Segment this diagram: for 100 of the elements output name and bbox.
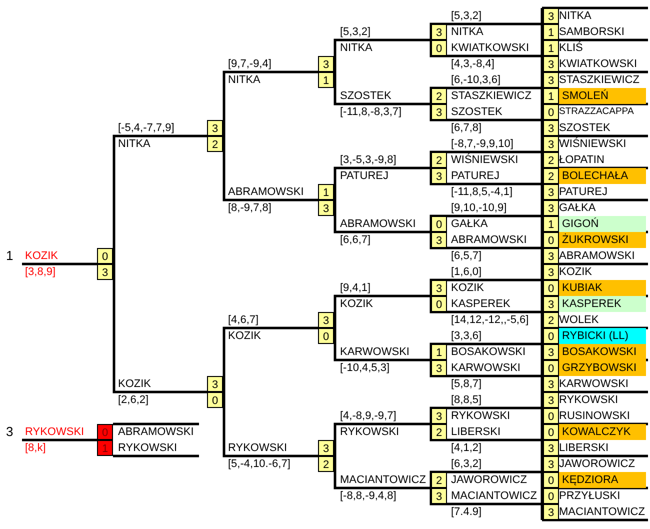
set-scores: [5,8,7]: [451, 377, 482, 392]
player-name: ABRAMOWSKI: [340, 217, 416, 232]
set-scores: [3,3,6]: [451, 329, 482, 344]
score-box: 1: [318, 72, 334, 88]
score-box: 3: [543, 504, 559, 520]
set-scores: [5,-4,10.-6,7]: [228, 457, 290, 472]
player-name: BOSAKOWSKI: [451, 345, 526, 360]
player-name: STASZKIEWICZ: [559, 73, 640, 88]
score-box: 3: [431, 232, 447, 248]
score-box: 2: [431, 472, 447, 488]
set-scores: [4,1,2]: [451, 441, 482, 456]
player-name: NITKA: [559, 9, 592, 24]
player-name: WIŚNIEWSKI: [559, 136, 626, 152]
score-box: 3: [543, 120, 559, 136]
set-scores: [1,6,0]: [451, 265, 482, 280]
score-box: 0: [543, 328, 559, 344]
score-box: 3: [543, 344, 559, 360]
set-scores: [-11,8,-8,3,7]: [340, 105, 402, 120]
score-box: 3: [543, 200, 559, 216]
player-name: NITKA: [340, 41, 372, 56]
player-name: KOZIK: [451, 281, 484, 296]
player-name: KASPEREK: [559, 296, 646, 312]
score-box: 0: [431, 216, 447, 232]
player-name: KARWOWSKI: [340, 345, 410, 360]
score-box: 3: [543, 376, 559, 392]
set-scores: [6,5,7]: [451, 249, 482, 264]
set-scores: [3,-5,3,-9,8]: [340, 153, 396, 168]
score-box: 3: [543, 264, 559, 280]
set-scores: [14,12,-12,,-5,6]: [451, 313, 529, 328]
score-box: 3: [543, 56, 559, 72]
score-box: 0: [97, 424, 113, 440]
player-name: RYKOWSKI: [118, 441, 178, 456]
score-box: 3: [431, 24, 447, 40]
score-box: 1: [318, 184, 334, 200]
score-box: 0: [543, 360, 559, 376]
score-box: 0: [543, 232, 559, 248]
player-name: RYBICKI (LL): [559, 328, 646, 344]
score-box: 2: [543, 152, 559, 168]
score-box: 1: [97, 440, 113, 456]
score-box: 3: [207, 376, 223, 392]
set-scores: [6,-10,3,6]: [451, 73, 501, 88]
score-box: 3: [543, 456, 559, 472]
player-name: KARWOWSKI: [559, 377, 628, 392]
player-name: KUBIAK: [559, 280, 646, 296]
set-scores: [-8,7,-9,9,10]: [451, 137, 514, 152]
score-box: 3: [543, 392, 559, 408]
score-box: 0: [207, 392, 223, 408]
score-box: 0: [431, 296, 447, 312]
player-name: SAMBORSKI: [559, 25, 624, 40]
set-scores: [-8,8,-9,4,8]: [340, 489, 396, 504]
score-box: 0: [543, 424, 559, 440]
score-box: 3: [318, 56, 334, 72]
score-box: 2: [431, 424, 447, 440]
player-name: SZOSTEK: [451, 105, 502, 120]
player-name: GRZYBOWSKI: [559, 360, 646, 376]
player-name: KOZIK: [25, 249, 58, 264]
player-name: MACIANTOWICZ: [559, 505, 645, 520]
set-scores: [8,-9,7,8]: [228, 201, 272, 216]
score-box: 3: [431, 280, 447, 296]
score-box: 3: [543, 72, 559, 88]
player-name: SMOLEŃ: [559, 88, 646, 104]
score-box: 1: [543, 40, 559, 56]
player-name: NITKA: [118, 137, 150, 152]
player-name: [8,k]: [25, 441, 46, 456]
score-box: 2: [543, 168, 559, 184]
player-name: PATUREJ: [451, 169, 500, 184]
set-scores: [2,6,2]: [118, 393, 149, 408]
player-name: MACIANTOWICZ: [340, 473, 426, 488]
score-box: 0: [543, 472, 559, 488]
score-box: 0: [97, 248, 113, 264]
player-name: MACIANTOWICZ: [451, 489, 537, 504]
score-box: 3: [97, 264, 113, 280]
player-name: [3,8,9]: [25, 265, 56, 280]
set-scores: [-11,8,5,-4,1]: [451, 185, 513, 200]
score-box: 3: [543, 440, 559, 456]
score-box: 2: [431, 88, 447, 104]
player-name: ABRAMOWSKI: [559, 249, 635, 264]
player-name: BOSAKOWSKI: [559, 344, 646, 360]
set-scores: [4,6,7]: [228, 313, 259, 328]
player-name: NITKA: [451, 25, 484, 40]
player-name: ABRAMOWSKI: [118, 425, 194, 440]
set-scores: [7.4.9]: [451, 505, 482, 520]
player-name: KARWOWSKI: [451, 361, 520, 376]
score-box: 2: [431, 152, 447, 168]
player-name: RUSINOWSKI: [559, 409, 630, 424]
player-name: KOZIK: [559, 265, 592, 280]
score-box: 0: [543, 280, 559, 296]
score-box: 3: [318, 200, 334, 216]
score-box: 3: [431, 408, 447, 424]
player-name: GIGOŃ: [559, 216, 646, 232]
set-scores: [4,-8,9,-9,7]: [340, 409, 396, 424]
player-name: BOLECHAŁA: [559, 168, 646, 184]
score-box: 1: [543, 216, 559, 232]
player-name: RYKOWSKI: [451, 409, 510, 424]
score-box: 0: [543, 408, 559, 424]
player-name: KWIATKOWSKI: [559, 57, 638, 72]
player-name: SZOSTEK: [340, 89, 392, 104]
score-box: 3: [431, 488, 447, 504]
score-box: 0: [431, 40, 447, 56]
score-box: 2: [318, 456, 334, 472]
